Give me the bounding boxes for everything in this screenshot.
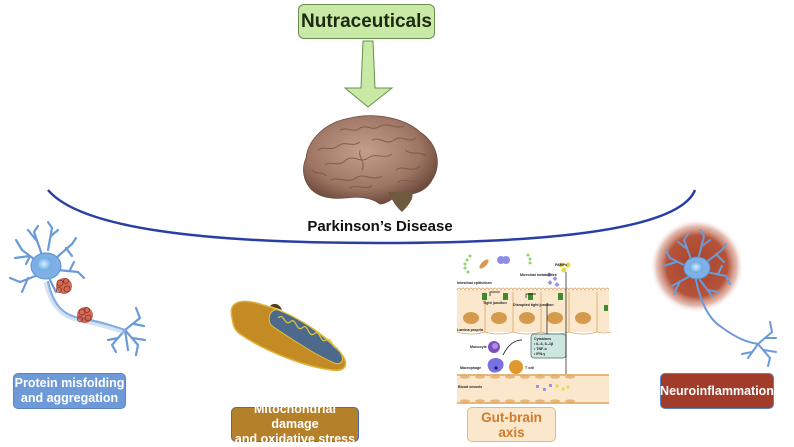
protein-misfolding-label-box: Protein misfolding and aggregation [13,373,126,409]
protein-label-line1: Protein misfolding [14,376,125,390]
protein-aggregate-icon [56,278,72,294]
inflamed-neuron-illustration [650,219,777,367]
label-blood-vessels: Blood vessels [458,385,482,389]
label-tight-junction: Tight junction [483,301,507,305]
label-cytokines-il: • IL-6, IL-1β [534,342,554,346]
protein-label-line2: and aggregation [20,391,119,405]
neuro-label: Neuroinflammation [660,383,774,398]
label-cytokines-tnf: • TNF-α [534,347,547,351]
label-cytokines-ifn: • IFN-γ [534,352,545,356]
label-macrophage: Macrophage [460,366,481,370]
nutraceuticals-title-box: Nutraceuticals [298,4,435,39]
disease-arc [47,189,697,245]
parkinsons-disease-label: Parkinson’s Disease [307,218,453,235]
gut-brain-axis-label-box: Gut-brain axis [467,407,556,442]
label-pamps: PAMPs [555,263,567,267]
mito-label-line1: Mitochondrial damage [254,402,336,431]
label-t-cell: T cell [525,366,534,370]
neuron-protein-aggregate-illustration [8,220,147,357]
gut-label: Gut-brain axis [481,409,542,440]
label-monocyte: Monocyte [470,345,487,349]
brain-illustration [303,115,438,212]
gut-brain-axis-illustration: PAMPs Microbial metabolites Intestinal e… [456,253,612,404]
label-lamina-propria: Lamina propria [457,328,484,332]
neuroinflammation-label-box: Neuroinflammation [660,373,774,409]
mito-label-line2: and oxidative stress [234,432,356,446]
mitochondrion-illustration [230,300,347,372]
protein-aggregate-icon [77,307,93,323]
label-disrupted-tight-junction: Disrupted tight junction [513,303,554,307]
label-intestinal-epithelium: Intestinal epithelium [457,281,492,285]
mitochondrial-damage-label-box: Mitochondrial damage and oxidative stres… [231,402,359,446]
label-microbial-metabolites: Microbial metabolites [520,273,557,277]
down-arrow-icon [343,40,394,108]
label-cytokines: Cytokines [534,337,551,341]
nutraceuticals-title: Nutraceuticals [301,10,432,32]
